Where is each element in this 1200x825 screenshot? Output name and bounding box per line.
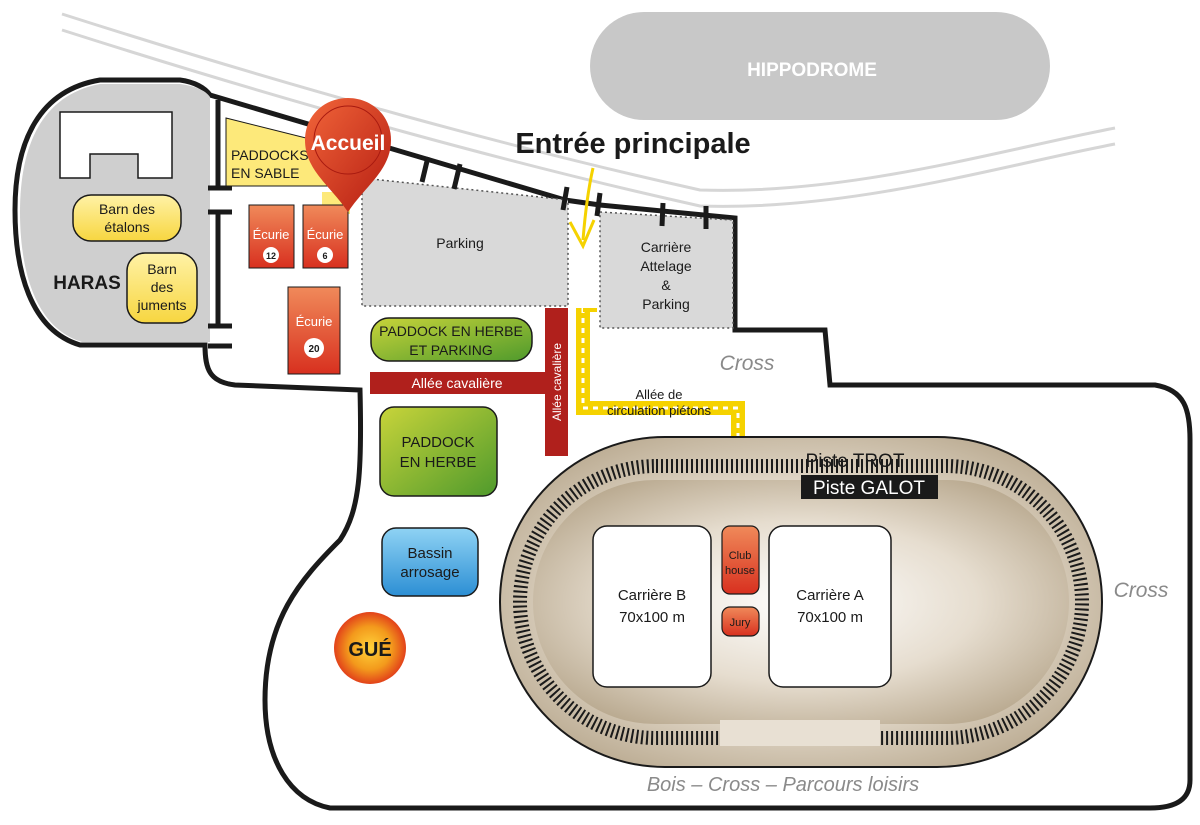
entree-principale-label: Entrée principale xyxy=(515,128,750,160)
ecurie-12: Écurie 12 xyxy=(248,204,295,269)
entree-arrowhead xyxy=(568,219,596,250)
cross-label-top: Cross xyxy=(720,352,775,375)
svg-text:Jury: Jury xyxy=(730,617,751,629)
svg-text:ET PARKING: ET PARKING xyxy=(409,342,493,358)
svg-text:Carrière B: Carrière B xyxy=(618,587,686,604)
svg-text:Parking: Parking xyxy=(436,235,483,251)
hippodrome-label: HIPPODROME xyxy=(747,60,877,81)
hippodrome: HIPPODROME xyxy=(590,12,1050,120)
svg-text:Allée cavalière: Allée cavalière xyxy=(411,375,502,391)
svg-text:étalons: étalons xyxy=(104,219,149,235)
barn-juments: Barn des juments xyxy=(126,252,198,324)
road-lines xyxy=(61,12,1116,208)
bois-cross-label: Bois – Cross – Parcours loisirs xyxy=(647,774,919,796)
allee-cavaliere-vertical: Allée cavalière xyxy=(545,308,568,456)
svg-text:Bassin: Bassin xyxy=(407,545,452,562)
svg-text:Barn: Barn xyxy=(147,261,177,277)
svg-text:Carrière A: Carrière A xyxy=(796,587,864,604)
svg-text:GUÉ: GUÉ xyxy=(348,638,391,661)
club-house: Club house xyxy=(721,525,760,595)
svg-text:house: house xyxy=(725,565,755,577)
haras-label: HARAS xyxy=(53,273,121,294)
svg-text:EN HERBE: EN HERBE xyxy=(400,454,477,471)
piste-galot: Piste GALOT xyxy=(801,475,938,499)
carriere-a: Carrière A 70x100 m xyxy=(768,525,892,688)
cross-label-right: Cross xyxy=(1114,579,1169,602)
accueil-pin[interactable]: Accueil xyxy=(305,98,391,212)
svg-text:Barn des: Barn des xyxy=(99,201,155,217)
allee-pietons: Allée de circulation piétons xyxy=(576,308,745,438)
svg-text:PADDOCK: PADDOCK xyxy=(401,434,474,451)
svg-text:PADDOCK EN HERBE: PADDOCK EN HERBE xyxy=(379,323,523,339)
svg-text:Écurie: Écurie xyxy=(307,227,344,242)
svg-text:6: 6 xyxy=(322,251,327,261)
allee-cavaliere-horizontal: Allée cavalière xyxy=(370,372,545,394)
svg-text:Écurie: Écurie xyxy=(253,227,290,242)
svg-text:des: des xyxy=(151,279,174,295)
svg-text:&: & xyxy=(661,277,671,293)
fence-gates xyxy=(419,156,709,229)
svg-text:Piste GALOT: Piste GALOT xyxy=(813,478,925,499)
svg-text:arrosage: arrosage xyxy=(400,564,459,581)
svg-text:Carrière: Carrière xyxy=(641,239,692,255)
svg-text:Parking: Parking xyxy=(642,296,689,312)
svg-text:Allée cavalière: Allée cavalière xyxy=(550,343,564,421)
parking-area: Parking xyxy=(361,177,569,307)
svg-text:Allée de: Allée de xyxy=(636,387,683,402)
carriere-attelage: Carrière Attelage & Parking xyxy=(599,211,734,329)
svg-text:Écurie: Écurie xyxy=(296,314,333,329)
svg-text:70x100 m: 70x100 m xyxy=(797,609,863,626)
svg-text:circulation piétons: circulation piétons xyxy=(607,403,712,418)
svg-text:juments: juments xyxy=(136,297,186,313)
piste-trot-label: Piste TROT xyxy=(806,451,905,472)
jury: Jury xyxy=(721,606,760,637)
svg-text:12: 12 xyxy=(266,251,276,261)
ecurie-6: Écurie 6 xyxy=(302,204,349,269)
svg-text:EN SABLE: EN SABLE xyxy=(231,165,299,181)
svg-text:70x100 m: 70x100 m xyxy=(619,609,685,626)
bassin-arrosage: Bassin arrosage xyxy=(381,527,479,597)
gue: GUÉ xyxy=(334,612,406,684)
haras-wall xyxy=(208,100,232,349)
accueil-label: Accueil xyxy=(311,132,386,155)
carriere-b: Carrière B 70x100 m xyxy=(592,525,712,688)
entree-arrow xyxy=(581,167,595,241)
barn-etalons: Barn des étalons xyxy=(72,194,182,242)
svg-text:20: 20 xyxy=(308,344,320,355)
svg-text:PADDOCKS: PADDOCKS xyxy=(231,147,309,163)
paddock-herbe: PADDOCK EN HERBE xyxy=(379,406,498,497)
paddock-herbe-parking: PADDOCK EN HERBE ET PARKING xyxy=(370,317,533,362)
svg-text:Club: Club xyxy=(729,550,752,562)
ecurie-20: Écurie 20 xyxy=(287,286,341,375)
haras-building xyxy=(59,111,173,179)
svg-text:Attelage: Attelage xyxy=(640,258,692,274)
